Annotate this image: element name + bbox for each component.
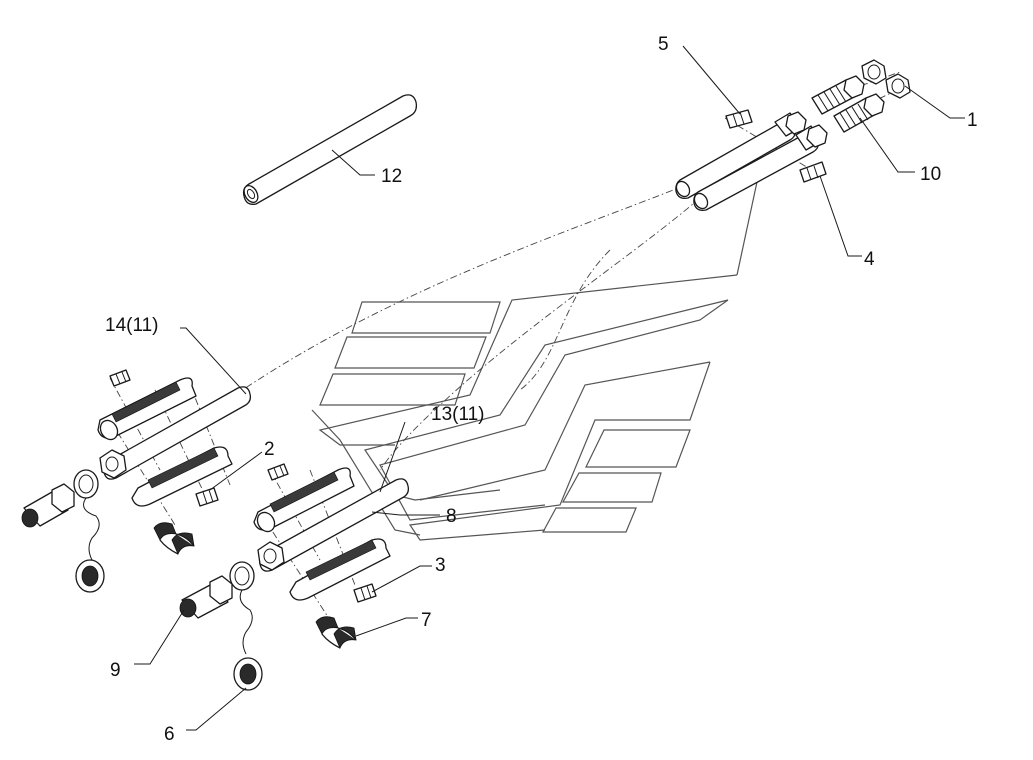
callout-12: 12 — [381, 166, 402, 187]
tractor-silhouette-icon — [311, 167, 761, 541]
clip-icon — [725, 109, 827, 183]
hose-assembly-right — [253, 463, 410, 650]
callout-8: 8 — [446, 506, 457, 527]
dust-cap-icon — [233, 589, 263, 691]
callout-6: 6 — [164, 724, 175, 745]
coupler-icon — [21, 469, 99, 528]
hex-nut-icon — [861, 59, 911, 99]
callout-4: 4 — [864, 249, 875, 270]
dust-cap-icon — [75, 497, 105, 593]
threaded-fitting-icon — [811, 75, 885, 133]
callout-14: 14(11) — [105, 315, 159, 336]
callout-13: 13(11) — [431, 404, 485, 425]
pipe-icon — [242, 94, 418, 205]
coupler-icon — [179, 561, 255, 619]
callout-10: 10 — [920, 164, 941, 185]
callout-7: 7 — [421, 610, 432, 631]
callout-2: 2 — [264, 439, 275, 460]
callout-labels: 1 2 3 4 5 6 7 8 9 10 12 13(11) 14(11) — [105, 34, 978, 745]
hose-assembly-left — [97, 369, 252, 556]
callout-9: 9 — [110, 660, 121, 681]
callout-3: 3 — [435, 555, 446, 576]
callout-1: 1 — [967, 110, 978, 131]
long-hose-icon — [675, 111, 828, 211]
leader-lines — [134, 45, 965, 731]
callout-5: 5 — [658, 34, 669, 55]
